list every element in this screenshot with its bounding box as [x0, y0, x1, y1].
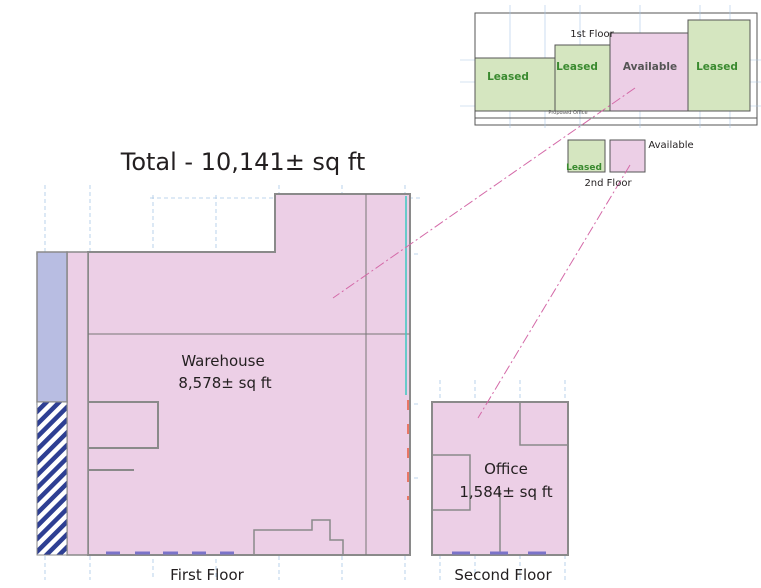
warehouse-label: Warehouse	[181, 352, 265, 370]
hatched-area	[36, 401, 68, 556]
first-floor-caption: First Floor	[170, 566, 244, 584]
key-leased-label-1: Leased	[487, 71, 529, 83]
leader-lines	[332, 87, 636, 419]
key-unit-leased-1	[474, 57, 556, 112]
key-unit-leased-3	[687, 19, 751, 112]
second-floor-caption: Second Floor	[454, 566, 552, 584]
first-floor-plan	[36, 193, 411, 556]
key-2f-leased	[567, 139, 606, 173]
other-tenant-area	[36, 251, 68, 403]
key-2f-leased-label: Leased	[566, 163, 602, 173]
key-leased-label-2: Leased	[556, 61, 598, 73]
total-area-title: Total - 10,141± sq ft	[120, 148, 366, 176]
key-1st-floor-label: 1st Floor	[570, 29, 614, 40]
key-unit-available	[609, 32, 689, 112]
warehouse-area-label: 8,578± sq ft	[178, 374, 272, 392]
second-floor-plan	[431, 401, 569, 556]
key-plan	[460, 5, 761, 173]
key-2f-available-label: Available	[648, 140, 694, 151]
proposed-office-note: Proposed Office	[548, 110, 588, 116]
key-2nd-floor-label: 2nd Floor	[584, 178, 632, 189]
key-unit-leased-2	[554, 44, 611, 112]
corridor	[66, 251, 89, 556]
key-available-label: Available	[622, 61, 678, 73]
key-2f-available	[609, 139, 646, 173]
office-label: Office	[484, 460, 528, 478]
office-area-label: 1,584± sq ft	[459, 483, 553, 501]
key-leased-label-3: Leased	[696, 61, 738, 73]
